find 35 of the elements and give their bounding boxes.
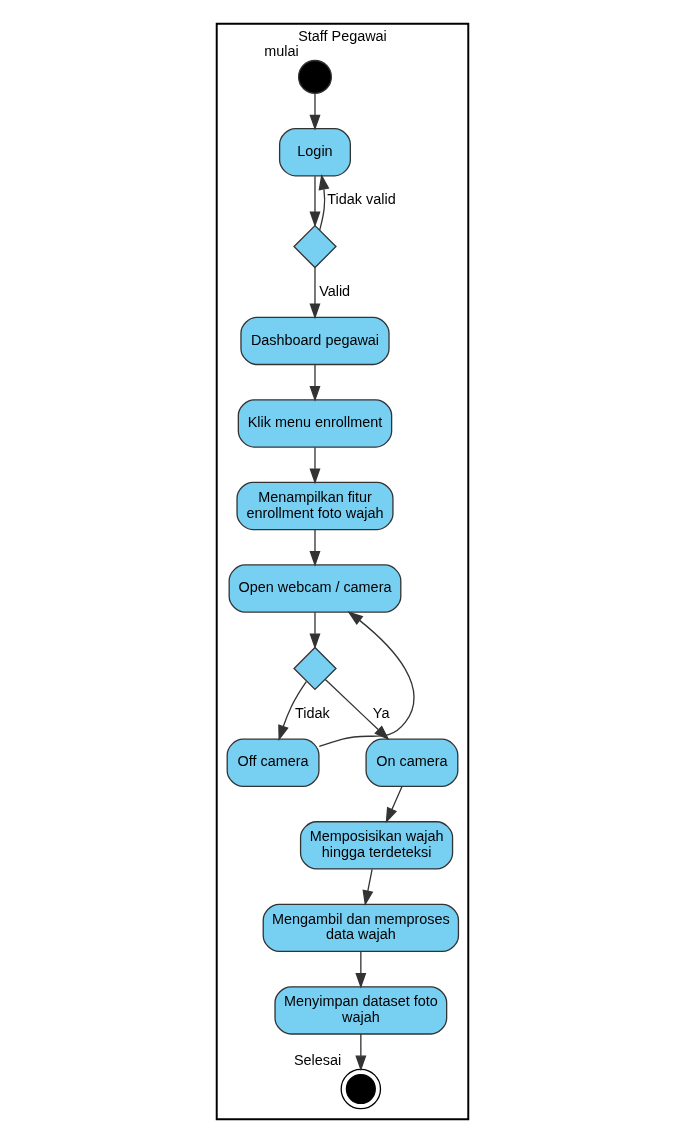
arrow [318,611,415,747]
node-box: Open webcam / camera [228,564,401,613]
node-box: Login [278,128,351,177]
node-box: Menampilkan fitur enrollment foto wajah [235,481,394,531]
node-diamond [292,646,337,691]
node-bullseye [340,1068,381,1110]
arrow [308,611,320,650]
arrow [354,1033,366,1072]
node-label: Selesai [293,1052,341,1069]
node-circle [297,59,332,94]
arrow [318,174,329,231]
node-box: Mengambil dan memproses data wajah [262,903,459,953]
node-box: Dashboard pegawai [239,316,390,366]
arrow [385,786,403,824]
arrow [308,364,320,402]
edge-label: Tidak valid [326,191,396,208]
node-box: Off camera [226,738,320,788]
node-box: Memposisikan wajah hingga terdeteksi [299,821,453,870]
node-box: Klik menu enrollment [237,399,392,448]
arrow [308,267,320,320]
arrow [308,529,320,567]
edge-label: Valid [318,283,350,300]
node-box: Menyimpan dataset foto wajah [273,986,447,1035]
arrow [354,951,366,989]
arrow [277,680,307,741]
arrow [324,678,389,741]
node-box: On camera [364,738,458,788]
node-diamond [292,224,337,269]
arrow [308,93,320,131]
edge-label: Tidak [294,704,330,721]
arrow [362,868,373,907]
node-label: mulai [263,43,299,60]
arrow [308,446,320,485]
edge-label: Ya [372,704,389,721]
arrow [308,175,320,228]
